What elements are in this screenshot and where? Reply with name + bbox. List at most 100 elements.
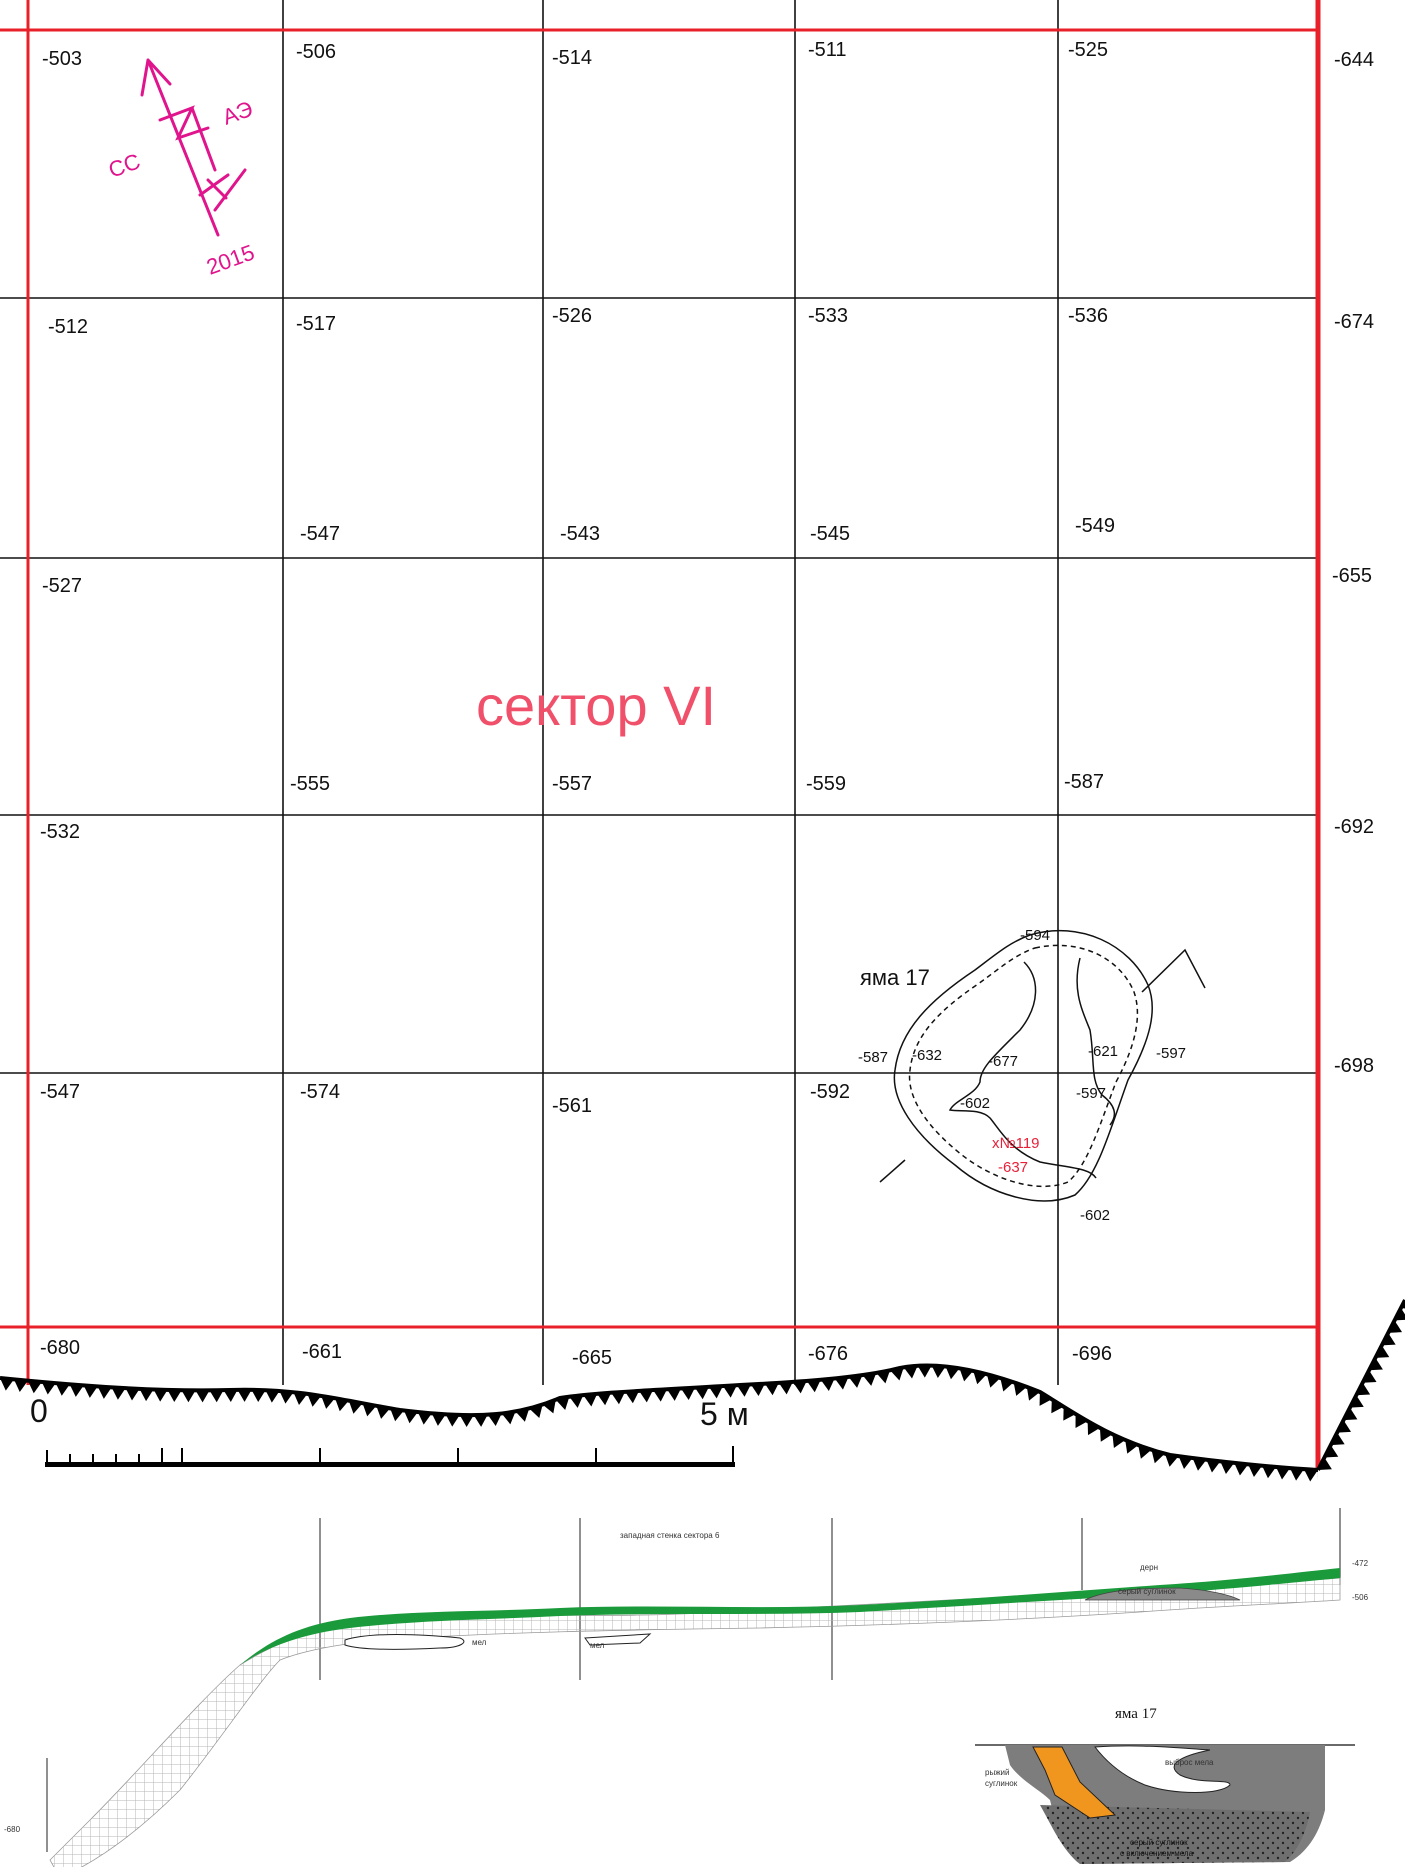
pit-elevation: -597 xyxy=(1156,1045,1186,1062)
hachure-mark xyxy=(501,1411,516,1425)
hachure-mark xyxy=(1349,1395,1364,1408)
pit-17-section-mark-bottom xyxy=(879,1159,906,1183)
north-sign-glyph xyxy=(158,105,247,212)
excavation-edge xyxy=(0,1299,1405,1482)
hachure-mark xyxy=(1013,1382,1027,1396)
hachure-mark xyxy=(834,1376,849,1390)
hachure-mark xyxy=(69,1384,84,1397)
grid-elevation: -559 xyxy=(806,773,846,795)
grid-elevation: -661 xyxy=(302,1341,342,1363)
hachure-mark xyxy=(293,1392,308,1405)
section-chalk-label: мел xyxy=(472,1638,487,1647)
grid-elevation: -561 xyxy=(552,1095,592,1117)
section-sod-label: дерн xyxy=(1140,1563,1158,1572)
hachure-mark xyxy=(1051,1399,1064,1414)
hachure-mark xyxy=(848,1375,863,1388)
pit-elevation: -621 xyxy=(1088,1043,1118,1060)
hachure-mark xyxy=(1388,1320,1403,1333)
north-arrow-icon xyxy=(140,58,220,237)
grid-elevation: -503 xyxy=(42,48,82,70)
hachure-mark xyxy=(694,1386,709,1400)
hachure-mark xyxy=(83,1385,98,1398)
hachure-mark xyxy=(1206,1459,1221,1473)
hachure-mark xyxy=(806,1379,821,1393)
hachure-mark xyxy=(167,1389,182,1403)
hachure-mark xyxy=(1400,1300,1405,1309)
pit-17-grey-label: с включением мела xyxy=(1120,1849,1194,1858)
hachure-mark xyxy=(251,1389,266,1403)
grid-elevation: -549 xyxy=(1075,515,1115,537)
hachure-mark xyxy=(223,1389,238,1402)
grid-elevation: -506 xyxy=(296,41,336,63)
hachure-mark xyxy=(876,1370,891,1384)
grid-elevation: -527 xyxy=(42,575,82,597)
hachure-mark xyxy=(1330,1432,1345,1446)
pit-17-section-mark-top xyxy=(1141,948,1206,993)
pit-elevation: -602 xyxy=(960,1095,990,1112)
hachure-mark xyxy=(181,1390,196,1403)
pit-elevation: -594 xyxy=(1020,927,1050,944)
pit-17-section xyxy=(975,1744,1355,1864)
hachure-mark xyxy=(667,1388,682,1401)
hachure-mark xyxy=(792,1380,807,1394)
hachure-mark xyxy=(153,1389,168,1402)
hachure-mark xyxy=(111,1387,126,1400)
hachure-mark xyxy=(1356,1382,1371,1396)
pit-17-ginger-label: рыжий xyxy=(985,1768,1010,1777)
hachure-mark xyxy=(653,1389,668,1402)
grid-elevation: -511 xyxy=(808,39,847,61)
pit-17-contour-inner xyxy=(948,961,1097,1179)
pit-17-chalk-label: выброс мела xyxy=(1165,1758,1214,1767)
hachure-mark xyxy=(403,1410,418,1424)
hachure-mark xyxy=(431,1413,446,1426)
grid-elevation: -517 xyxy=(296,313,336,335)
grid-lines xyxy=(0,0,1321,1470)
hachure-mark xyxy=(722,1385,737,1398)
section-elev-mid: -506 xyxy=(1352,1593,1369,1602)
section-chalk-lens xyxy=(344,1634,465,1650)
scale-end: 5 м xyxy=(700,1396,749,1432)
pit-elevation: -587 xyxy=(858,1049,888,1066)
hachure-mark xyxy=(903,1365,918,1379)
hachure-mark xyxy=(1151,1449,1165,1464)
right-elevation: -655 xyxy=(1332,565,1372,587)
hachure-mark xyxy=(986,1374,1001,1388)
hachure-mark xyxy=(376,1405,391,1419)
grid-elevation: -536 xyxy=(1068,305,1108,327)
hachure-mark xyxy=(529,1404,543,1419)
hachure-mark xyxy=(820,1378,835,1392)
hachure-mark xyxy=(417,1412,432,1425)
hachure-mark xyxy=(750,1383,765,1397)
hachure-mark xyxy=(1394,1307,1405,1321)
hachure-mark xyxy=(1000,1377,1014,1392)
hachure-mark xyxy=(681,1387,695,1401)
grid-elevation: -557 xyxy=(552,773,592,795)
grid-elevation: -680 xyxy=(40,1337,80,1359)
hachure-mark xyxy=(1289,1468,1304,1481)
find-label: х№119 xyxy=(992,1135,1040,1152)
hachure-mark xyxy=(569,1395,584,1408)
grid-elevation: -532 xyxy=(40,821,80,843)
hachure-mark xyxy=(1317,1469,1318,1482)
hachure-mark xyxy=(1192,1457,1207,1471)
hachure-mark xyxy=(0,1378,14,1391)
section-chalk-lens xyxy=(584,1633,652,1646)
scale-zero: 0 xyxy=(30,1393,48,1429)
scale-bar-line xyxy=(45,1462,735,1467)
grid-elevations: -503 -506 -514 -511 -525 -512 -517 -526 … xyxy=(40,39,1374,1369)
hachure-mark xyxy=(1125,1439,1139,1454)
pit-elevation: -677 xyxy=(988,1053,1018,1070)
grid-elevation: -514 xyxy=(552,47,592,69)
hachure-mark xyxy=(335,1398,349,1412)
pit-elevation: -597 xyxy=(1076,1085,1106,1102)
north-sign-left: СС xyxy=(105,148,144,182)
north-sign-year: 2015 xyxy=(203,239,258,279)
hachure-mark xyxy=(1375,1345,1390,1358)
section-profile xyxy=(46,1508,1341,1867)
hachure-mark xyxy=(1337,1420,1352,1433)
hachure-mark xyxy=(973,1370,987,1385)
pit-17-ginger-label: суглинок xyxy=(985,1779,1018,1788)
hachure-mark xyxy=(1318,1457,1332,1470)
hachure-mark xyxy=(1276,1466,1290,1480)
find-depth: -637 xyxy=(998,1159,1028,1176)
